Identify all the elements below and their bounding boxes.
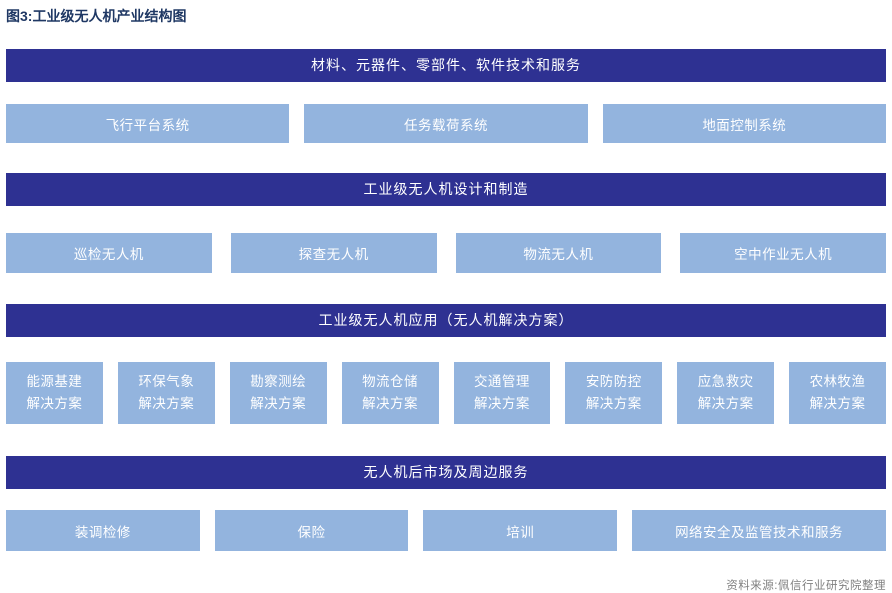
- box-training: 培训: [423, 510, 618, 551]
- box-environment-weather-solution: 环保气象 解决方案: [117, 362, 215, 424]
- box-survey-mapping-solution: 勘察测绘 解决方案: [229, 362, 327, 424]
- row-solutions: 能源基建 解决方案 环保气象 解决方案 勘察测绘 解决方案 物流仓储 解决方案 …: [6, 362, 886, 424]
- box-energy-infrastructure-solution: 能源基建 解决方案: [6, 362, 103, 424]
- box-cybersecurity-regulation-services: 网络安全及监管技术和服务: [632, 510, 887, 551]
- box-traffic-management-solution: 交通管理 解决方案: [453, 362, 551, 424]
- box-agriculture-forestry-solution: 农林牧渔 解决方案: [789, 362, 886, 424]
- row-core-systems: 飞行平台系统 任务载荷系统 地面控制系统: [6, 104, 886, 143]
- header-design-manufacture: 工业级无人机设计和制造: [6, 173, 886, 206]
- box-exploration-drone: 探查无人机: [230, 233, 437, 273]
- box-logistics-drone: 物流无人机: [455, 233, 662, 273]
- header-upstream-materials: 材料、元器件、零部件、软件技术和服务: [6, 49, 886, 82]
- box-flight-platform-system: 飞行平台系统: [6, 104, 290, 143]
- box-ground-control-system: 地面控制系统: [602, 104, 886, 143]
- box-security-prevention-solution: 安防防控 解决方案: [565, 362, 663, 424]
- box-insurance: 保险: [214, 510, 409, 551]
- box-aerial-operation-drone: 空中作业无人机: [680, 233, 886, 273]
- box-emergency-rescue-solution: 应急救灾 解决方案: [677, 362, 775, 424]
- box-inspection-drone: 巡检无人机: [6, 233, 212, 273]
- row-drone-types: 巡检无人机 探查无人机 物流无人机 空中作业无人机: [6, 233, 886, 273]
- box-logistics-warehousing-solution: 物流仓储 解决方案: [341, 362, 439, 424]
- header-applications: 工业级无人机应用（无人机解决方案）: [6, 304, 886, 337]
- source-note: 资料来源:佩信行业研究院整理: [726, 580, 886, 592]
- header-aftermarket-services: 无人机后市场及周边服务: [6, 456, 886, 489]
- box-assembly-maintenance: 装调检修: [6, 510, 200, 551]
- box-mission-payload-system: 任务载荷系统: [304, 104, 588, 143]
- figure-title: 图3:工业级无人机产业结构图: [6, 8, 187, 24]
- row-aftermarket: 装调检修 保险 培训 网络安全及监管技术和服务: [6, 510, 887, 551]
